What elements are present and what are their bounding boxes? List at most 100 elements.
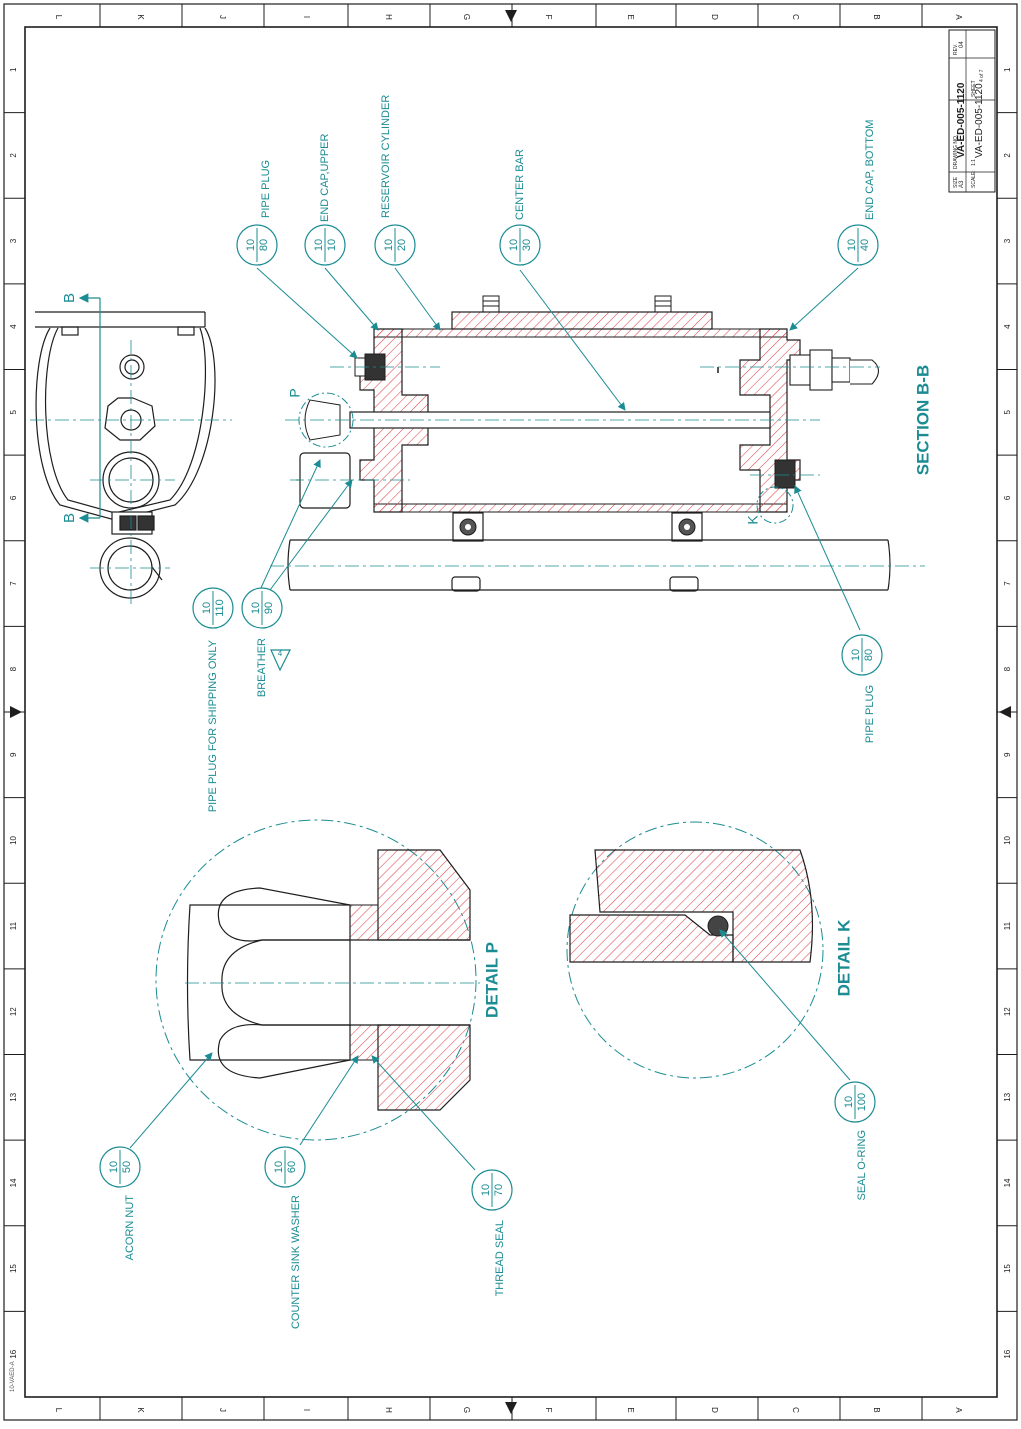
zone-col-left-2: 2 [9, 153, 18, 158]
callout-label: PIPE PLUG FOR SHIPPING ONLY [207, 639, 219, 812]
note-flag: 4 [270, 649, 291, 672]
callout-item-number: 10 [326, 239, 338, 251]
corner-note: 10-VAED-A [10, 1361, 16, 1392]
note-flag-number: 4 [278, 649, 283, 658]
scale-value: 1:1 [971, 159, 977, 166]
section-bb-view [287, 295, 891, 592]
zone-row-top-E: E [626, 14, 635, 19]
center-mark-top [505, 10, 517, 22]
zone-col-left-7: 7 [9, 581, 18, 586]
callout-label: PIPE PLUG [260, 160, 272, 218]
detail-p-marker-circle [298, 392, 354, 448]
zone-row-bottom-L: L [54, 1408, 63, 1413]
zone-col-left-15: 15 [9, 1264, 18, 1273]
detail-k-view [566, 821, 824, 1079]
callout-item-number: 80 [258, 239, 270, 251]
leader-lines [129, 267, 861, 1171]
zone-row-top-C: C [791, 14, 800, 20]
callout-top-number: 10 [843, 1096, 855, 1108]
zone-col-right-15: 15 [1003, 1264, 1012, 1273]
zone-row-top-H: H [384, 14, 393, 20]
zone-row-bottom-B: B [872, 1407, 881, 1412]
zone-col-right-12: 12 [1003, 1007, 1012, 1016]
zone-row-bottom-E: E [626, 1407, 635, 1412]
zone-col-right-9: 9 [1003, 752, 1012, 757]
callout-item-number: 100 [856, 1093, 868, 1111]
zone-col-left-16: 16 [9, 1349, 18, 1358]
callout-label: RESERVOIR CYLINDER [380, 95, 392, 218]
zone-row-bottom-C: C [791, 1407, 800, 1413]
zone-col-left-13: 13 [9, 1092, 18, 1101]
zone-col-left-3: 3 [9, 238, 18, 243]
detail-k-title: DETAIL K [834, 919, 853, 997]
zone-col-left-8: 8 [9, 666, 18, 671]
callout-item-number: 50 [121, 1161, 133, 1173]
section-cut-line [78, 293, 101, 523]
zone-col-left-1: 1 [9, 67, 18, 72]
section-marker-top: B [61, 293, 78, 303]
zone-row-top-D: D [710, 14, 719, 20]
zone-row-bottom-A: A [954, 1407, 963, 1413]
drawing-no-primary: VA-ED-005-1120 [956, 82, 967, 158]
callout-label: BREATHER [256, 638, 268, 697]
zone-col-left-5: 5 [9, 410, 18, 415]
zone-col-left-12: 12 [9, 1007, 18, 1016]
section-centerlines [270, 366, 925, 567]
callout-top-number: 10 [313, 239, 325, 251]
callout-top-number: 10 [250, 602, 262, 614]
size-value: A3 [959, 180, 965, 188]
detail-p-marker: P [287, 388, 303, 397]
callout-label: END CAP,UPPER [319, 134, 331, 222]
callout-label: END CAP, BOTTOM [864, 120, 876, 220]
callout-item-number: 40 [859, 239, 871, 251]
zone-col-right-11: 11 [1003, 921, 1012, 930]
center-mark-bottom [505, 1402, 517, 1414]
callout-label: SEAL O-RING [856, 1130, 868, 1201]
callout-top-number: 10 [245, 239, 257, 251]
zone-row-top-A: A [954, 14, 963, 20]
callout-item-number: 90 [263, 602, 275, 614]
callout-top-number: 10 [383, 239, 395, 251]
zone-row-bottom-D: D [710, 1407, 719, 1413]
zone-col-left-9: 9 [9, 752, 18, 757]
zone-col-left-10: 10 [9, 835, 18, 844]
zone-row-bottom-I: I [302, 1409, 311, 1411]
rev-value: 04 [959, 41, 965, 48]
detail-p-view [155, 819, 477, 1141]
zone-row-top-J: J [218, 15, 227, 19]
callout-top-number: 10 [480, 1184, 492, 1196]
detail-k-marker: K [745, 515, 761, 525]
callout-top-number: 10 [201, 602, 213, 614]
detail-k-marker-circle [756, 486, 794, 524]
zone-row-bottom-K: K [136, 1407, 145, 1413]
callout-item-number: 20 [396, 239, 408, 251]
zone-row-bottom-F: F [544, 1408, 553, 1413]
zone-col-right-10: 10 [1003, 835, 1012, 844]
drawing-no-secondary: VA-ED-005-1120 [974, 83, 985, 158]
callout-item-number: 110 [214, 599, 226, 617]
zone-col-right-7: 7 [1003, 581, 1012, 586]
zone-col-left-4: 4 [9, 324, 18, 329]
sheet-value: 4 of 7 [979, 69, 985, 82]
zone-col-right-1: 1 [1003, 67, 1012, 72]
callout-item-number: 60 [286, 1161, 298, 1173]
zone-row-bottom-J: J [218, 1408, 227, 1412]
zone-col-right-14: 14 [1003, 1178, 1012, 1187]
zone-col-right-2: 2 [1003, 153, 1012, 158]
zone-row-top-B: B [872, 14, 881, 19]
zone-row-top-I: I [302, 16, 311, 18]
top-view-centerlines [30, 340, 232, 605]
callout-item-number: 70 [493, 1184, 505, 1196]
